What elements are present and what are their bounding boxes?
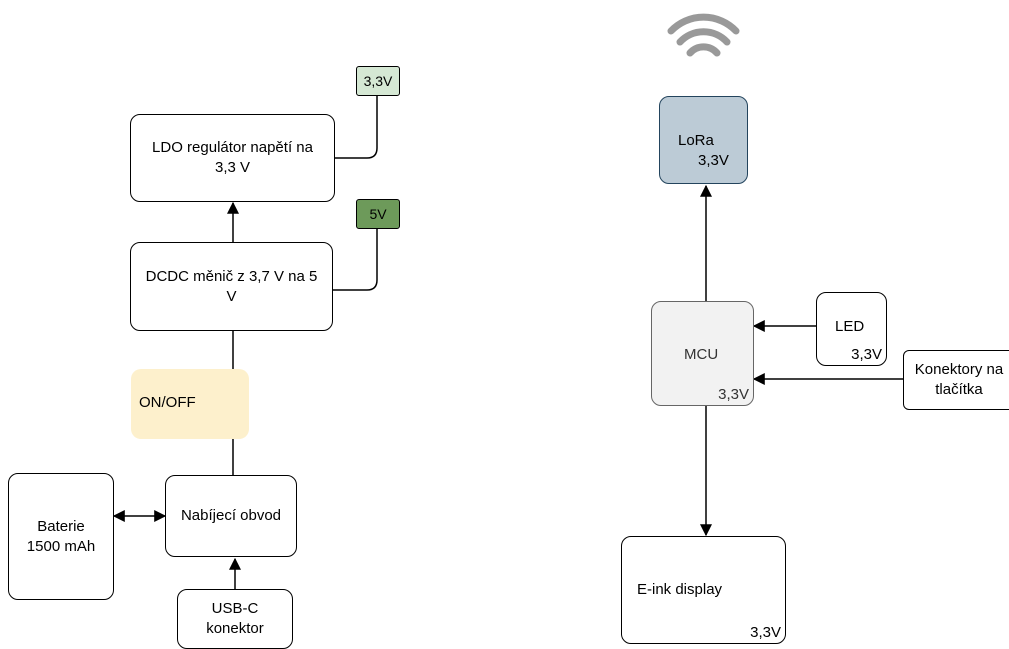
display-label: E-ink display xyxy=(637,581,723,598)
led-voltage: 3,3V xyxy=(851,346,882,363)
charger-box: Nabíjecí obvod xyxy=(165,475,297,557)
display-voltage: 3,3V xyxy=(750,624,781,641)
lora-label: LoRa xyxy=(678,132,714,149)
tag-3v3-label: 3,3V xyxy=(363,73,393,89)
mcu-box: MCU 3,3V xyxy=(651,301,754,406)
lora-voltage: 3,3V xyxy=(698,152,729,169)
edge-tag33-ldo xyxy=(335,96,378,159)
mcu-label: MCU xyxy=(684,346,719,363)
charger-label: Nabíjecí obvod xyxy=(180,507,282,524)
wifi-icon xyxy=(667,13,740,57)
lora-box: LoRa 3,3V xyxy=(659,96,748,184)
buttons-connector-box: Konektory na tlačítka xyxy=(903,350,1009,410)
dcdc-converter-box: DCDC měnič z 3,7 V na 5 V xyxy=(130,242,333,331)
ldo-regulator-box: LDO regulátor napětí na 3,3 V xyxy=(130,114,335,202)
eink-display-box: E-ink display 3,3V xyxy=(621,536,786,644)
battery-label: Baterie 1500 mAh xyxy=(26,517,96,555)
dcdc-label: DCDC měnič z 3,7 V na 5 V xyxy=(145,267,318,305)
tag-5v: 5V xyxy=(356,199,400,229)
tag-3v3: 3,3V xyxy=(356,66,400,96)
on-off-switch: ON/OFF xyxy=(131,369,249,439)
tag-5v-label: 5V xyxy=(369,206,387,222)
buttons-label: Konektory na tlačítka xyxy=(914,361,1004,398)
led-box: LED 3,3V xyxy=(816,292,887,366)
mcu-voltage: 3,3V xyxy=(718,386,749,403)
battery-box: Baterie 1500 mAh xyxy=(8,473,114,600)
ldo-label: LDO regulátor napětí na 3,3 V xyxy=(152,139,313,176)
edge-tag5-dcdc xyxy=(333,229,378,291)
led-label: LED xyxy=(835,318,865,335)
switch-label: ON/OFF xyxy=(139,394,196,411)
usb-c-box: USB-C konektor xyxy=(177,589,293,649)
usb-label: USB-C konektor xyxy=(206,600,264,637)
